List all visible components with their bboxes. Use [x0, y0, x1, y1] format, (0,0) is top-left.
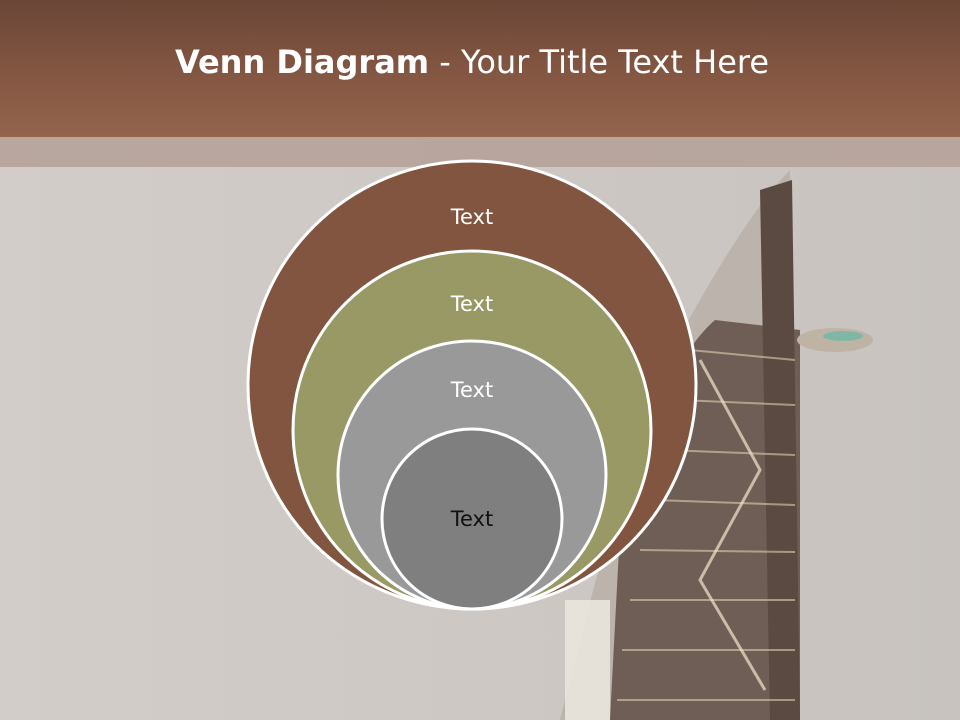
circle-inner-label: Text [450, 507, 493, 531]
slide-title: Venn Diagram - Your Title Text Here [0, 40, 944, 84]
circle-inner: Text [380, 427, 564, 611]
slide-title-bold: Venn Diagram [174, 43, 430, 81]
circle-second-label: Text [450, 292, 493, 316]
slide-title-rest: - Your Title Text Here [429, 43, 770, 81]
title-bar [0, 0, 960, 137]
circle-third-label: Text [450, 378, 493, 402]
circle-outer-label: Text [450, 205, 493, 229]
